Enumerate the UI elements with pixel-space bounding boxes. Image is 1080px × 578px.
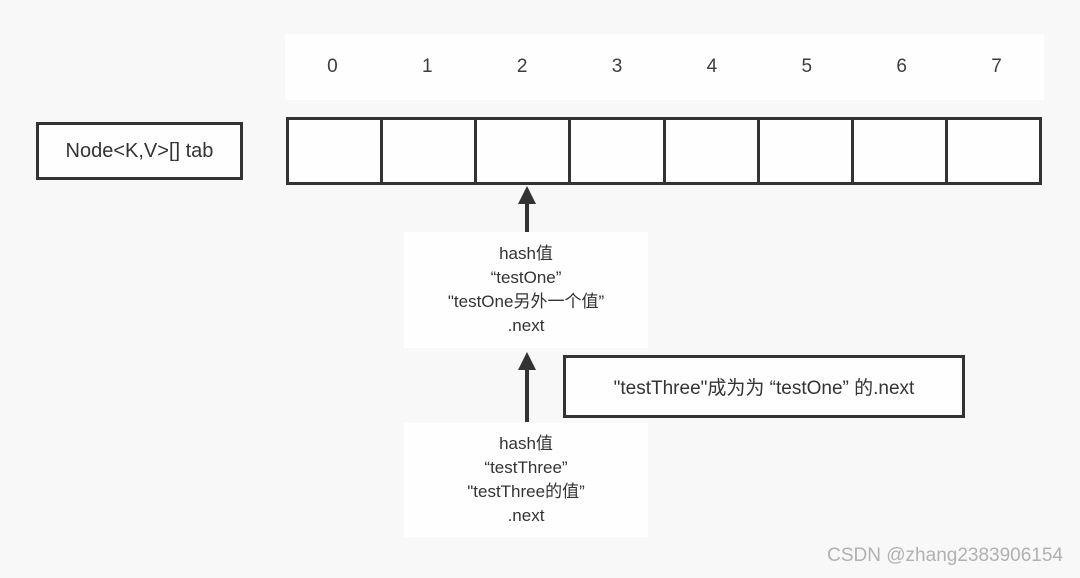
index-label-1: 1 — [422, 56, 433, 77]
bucket-cell-7 — [944, 117, 1042, 185]
index-label-0: 0 — [327, 56, 338, 77]
index-label-7: 7 — [991, 56, 1002, 77]
node-one-key: “testOne” — [490, 268, 562, 287]
index-label-3: 3 — [611, 56, 623, 77]
csdn-watermark: CSDN @zhang2383906154 — [827, 545, 1063, 566]
node-one-hash: hash值 — [499, 244, 553, 263]
node-three-hash: hash值 — [499, 434, 553, 453]
node-three-block: hash值 “testThree” "testThree的值” .next — [404, 423, 648, 537]
arrow-shaft — [525, 370, 529, 422]
node-three-next: .next — [507, 506, 545, 525]
bucket-cell-1 — [380, 117, 478, 185]
node-one-value: "testOne另外一个值” — [447, 292, 605, 311]
node-one-next: .next — [507, 316, 545, 335]
index-label-2: 2 — [516, 56, 528, 77]
arrow-head — [518, 352, 536, 370]
annotation-text: "testThree"成为为 “testOne” 的.next — [613, 378, 915, 399]
bucket-cell-2 — [474, 117, 572, 185]
node-three-value: "testThree的值” — [467, 482, 585, 501]
arrow-head — [518, 186, 536, 204]
node-one-block: hash值 “testOne” "testOne另外一个值” .next — [404, 232, 648, 348]
bucket-cell-6 — [850, 117, 948, 185]
index-label-5: 5 — [801, 56, 813, 77]
bucket-cell-4 — [662, 117, 760, 185]
arrow-shaft — [525, 204, 529, 232]
bucket-cell-5 — [756, 117, 854, 185]
array-label: Node<K,V>[] tab — [65, 139, 214, 162]
annotation-box: "testThree"成为为 “testOne” 的.next — [563, 355, 965, 418]
bucket-array — [286, 117, 1042, 185]
index-label-4: 4 — [706, 56, 718, 77]
bucket-cell-0 — [286, 117, 384, 185]
index-label-6: 6 — [896, 56, 907, 77]
array-label-box: Node<K,V>[] tab — [36, 122, 243, 180]
bucket-cell-3 — [568, 117, 666, 185]
node-three-key: “testThree” — [484, 458, 568, 477]
arrow-up-icon — [517, 352, 537, 422]
arrow-up-icon — [517, 186, 537, 232]
index-header-band: 0 1 2 3 4 5 6 7 — [285, 34, 1044, 100]
